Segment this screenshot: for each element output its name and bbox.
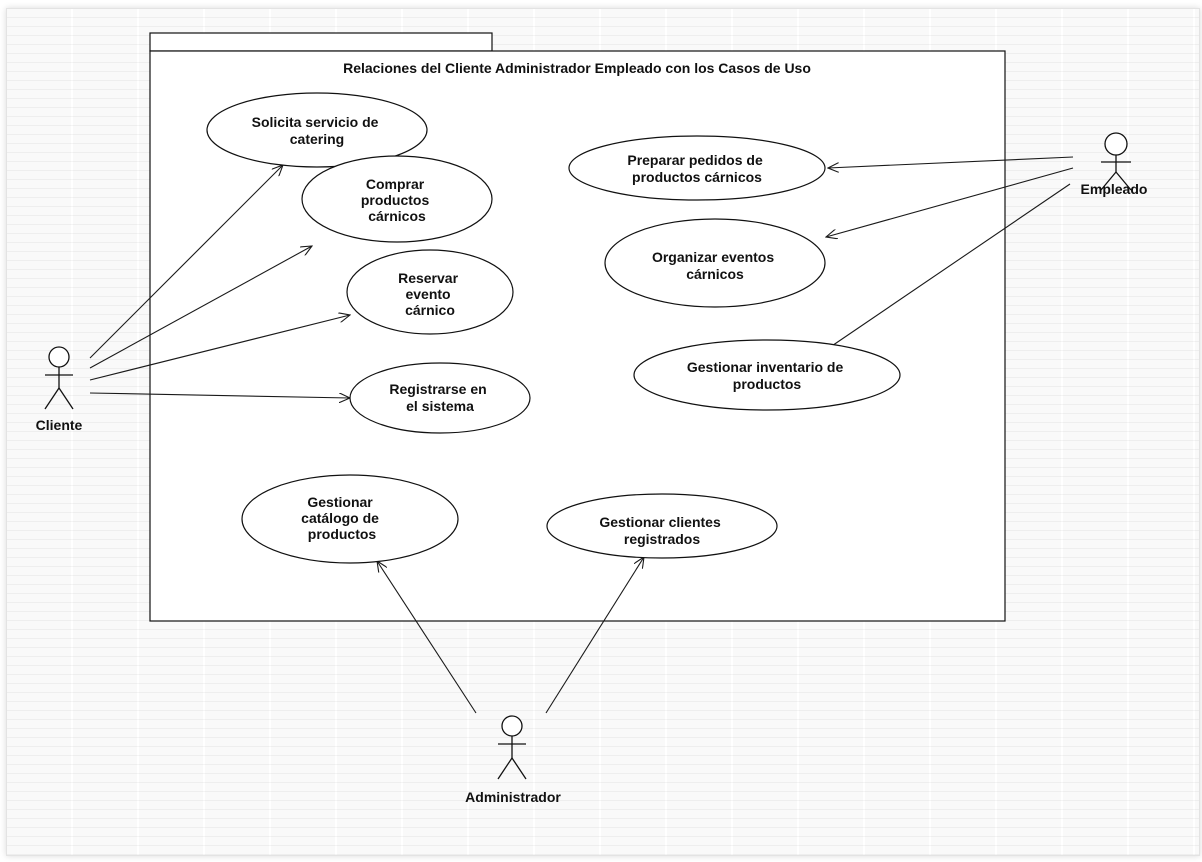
use-case-registrarse[interactable]: Registrarse en el sistema xyxy=(349,362,531,434)
svg-text:Preparar pedidos de prod: Preparar pedidos de productos cárnicos xyxy=(627,152,766,185)
svg-text:Registrarse en el sistem: Registrarse en el sistema xyxy=(389,381,490,414)
svg-text:Solicita servicio de cat: Solicita servicio de catering xyxy=(252,114,383,147)
use-case-gestionar-inventario[interactable]: Gestionar inventario de productos xyxy=(633,339,901,411)
use-case-organizar-eventos[interactable]: Organizar eventos cárnicos xyxy=(604,218,826,308)
use-case-solicita-catering[interactable]: Solicita servicio de catering xyxy=(206,92,428,168)
stick-figure-icon xyxy=(44,346,74,410)
actor-cliente[interactable]: Cliente xyxy=(36,346,83,433)
actor-label-cliente: Cliente xyxy=(36,417,83,433)
svg-text:Gestionar catálogo de: Gestionar catálogo de productos xyxy=(301,494,383,542)
actor-label-administrador: Administrador xyxy=(465,789,561,805)
association-lines xyxy=(89,156,1074,714)
svg-text:Gestionar clientes regis: Gestionar clientes registrados xyxy=(599,514,724,547)
stick-figure-icon xyxy=(497,715,527,780)
svg-text:Gestionar inventario de: Gestionar inventario de productos xyxy=(687,359,847,392)
svg-text:Reservar evento cá: Reservar evento cárnico xyxy=(398,270,462,318)
use-case-preparar-pedidos[interactable]: Preparar pedidos de productos cárnicos xyxy=(568,135,826,201)
diagram-title: Relaciones del Cliente Administrador Emp… xyxy=(343,60,811,76)
assoc-admin-clientes xyxy=(545,557,644,714)
assoc-empleado-inventario xyxy=(820,183,1071,354)
assoc-cliente-solicita xyxy=(89,165,283,359)
actor-empleado[interactable]: Empleado xyxy=(1081,132,1148,197)
assoc-cliente-registrarse xyxy=(89,392,350,398)
use-case-reservar-evento[interactable]: Reservar evento cárnico xyxy=(346,249,514,335)
use-case-comprar-productos[interactable]: Comprar productos cárnicos xyxy=(301,155,493,243)
actor-administrador[interactable]: Administrador xyxy=(465,715,561,805)
assoc-cliente-comprar xyxy=(89,246,312,369)
assoc-admin-catalogo xyxy=(377,561,477,714)
use-case-gestionar-catalogo[interactable]: Gestionar catálogo de productos xyxy=(241,474,459,564)
use-case-gestionar-clientes[interactable]: Gestionar clientes registrados xyxy=(546,493,778,559)
assoc-empleado-preparar xyxy=(828,156,1074,168)
actor-label-empleado: Empleado xyxy=(1081,181,1148,197)
svg-text:Comprar productos: Comprar productos cárnicos xyxy=(361,176,433,224)
assoc-cliente-reservar xyxy=(89,315,350,381)
assoc-empleado-organizar xyxy=(826,167,1074,237)
svg-text:Organizar eventos cárnic: Organizar eventos cárnicos xyxy=(652,249,778,282)
stick-figure-icon xyxy=(1100,132,1132,191)
